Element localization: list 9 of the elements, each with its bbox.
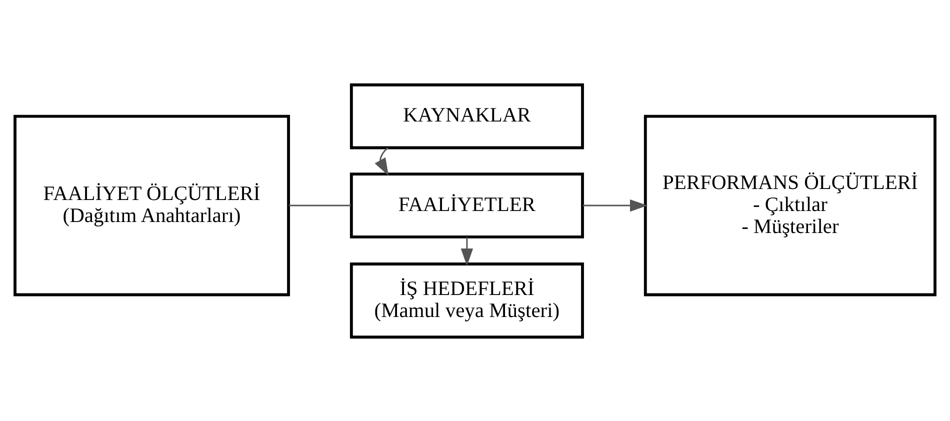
node-box: FAALİYETLER [350,172,584,238]
arrow [582,198,648,212]
node-box: PERFORMANS ÖLÇÜTLERİ - Çıktılar - Müşteriler [644,114,936,296]
arrow [374,146,389,176]
node-box: FAALİYET ÖLÇÜTLERİ (Dağıtım Anahtarları) [14,114,290,296]
node-box: KAYNAKLAR [350,82,584,149]
node-box: İŞ HEDEFLERİ (Mamul veya Müşteri) [350,262,584,338]
connector [288,204,352,206]
arrow [460,236,474,266]
